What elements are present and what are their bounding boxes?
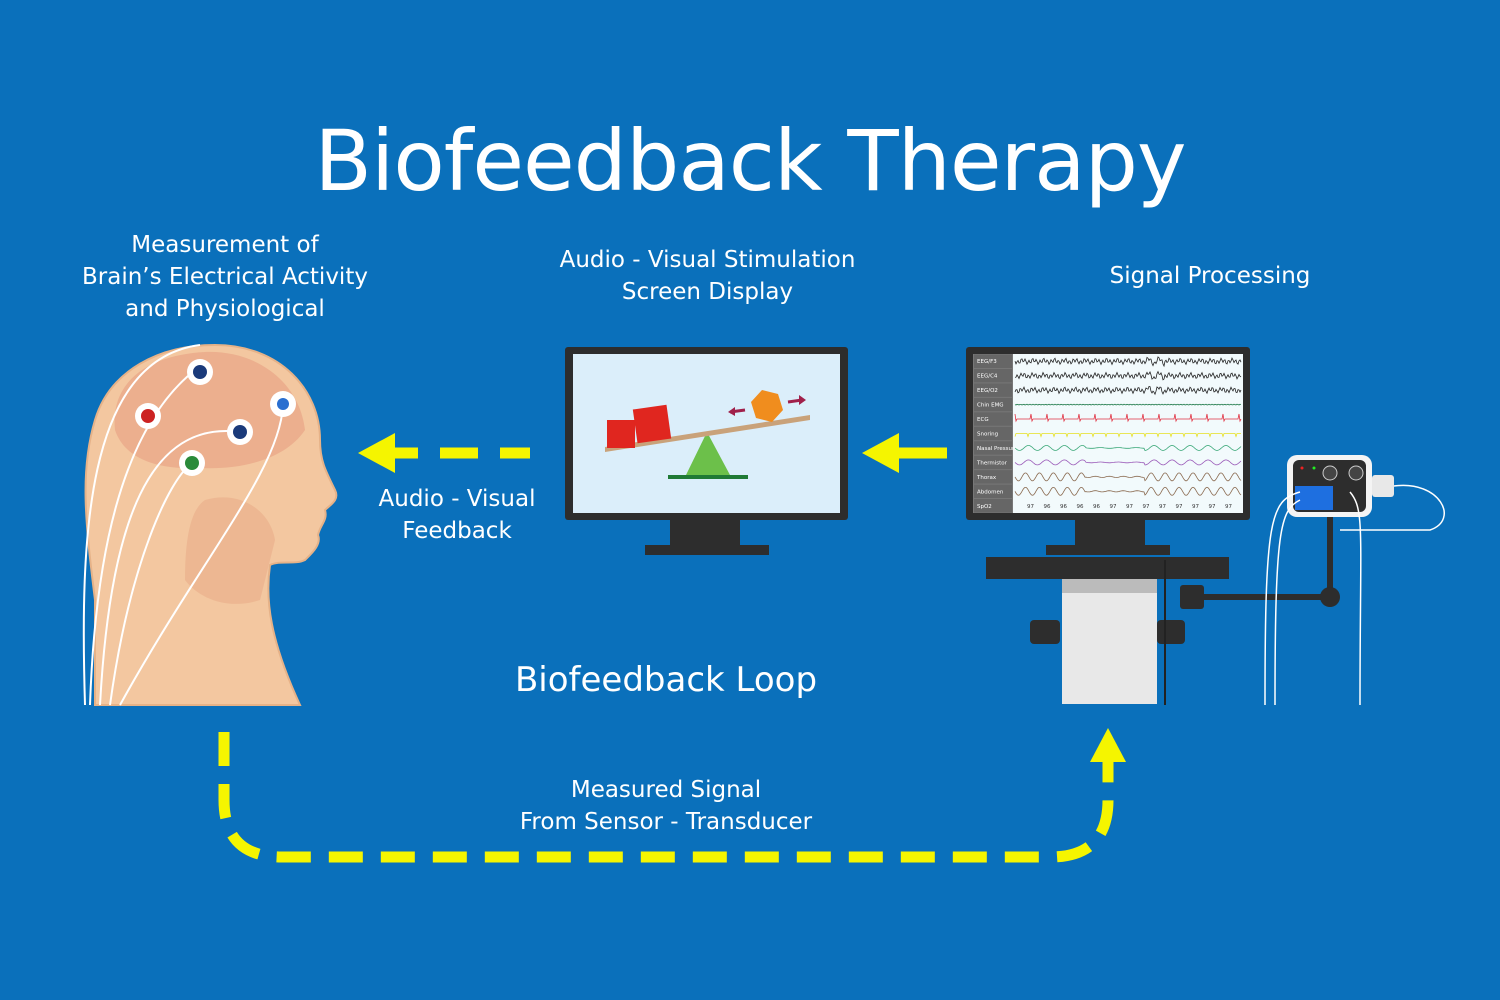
spo2-value: 97 [1159, 504, 1166, 510]
spo2-value: 96 [1077, 504, 1084, 510]
red-block [607, 420, 635, 448]
channel-label-bg [974, 441, 1012, 455]
channel-label-bg [974, 412, 1012, 426]
channel-label-bg [974, 470, 1012, 484]
channel-label: Thorax [976, 475, 997, 481]
label-line: Brain’s Electrical Activity [82, 264, 368, 290]
channel-label: EEG/C4 [977, 374, 998, 380]
spo2-value: 97 [1176, 504, 1183, 510]
label-line: Measurement of [131, 232, 319, 258]
channel-label: ECG [977, 417, 989, 423]
label-line: From Sensor - Transducer [519, 809, 813, 835]
channel-label-bg [974, 354, 1012, 368]
spo2-value: 97 [1110, 504, 1117, 510]
waveform [1014, 385, 1242, 396]
waveform [1014, 472, 1242, 482]
seesaw [605, 415, 810, 452]
channel-label-bg [974, 397, 1012, 412]
signal-arrow [862, 433, 947, 473]
electrode [270, 391, 296, 417]
channel-label-bg [974, 484, 1012, 499]
feedback-arrow [358, 433, 530, 473]
waveform [1014, 370, 1242, 381]
channel-label: Abdomen [977, 489, 1004, 495]
label-line: Screen Display [621, 279, 794, 305]
loop-label: Biofeedback Loop [514, 660, 818, 700]
stimulation-label: Audio - Visual Stimulation Screen Displa… [540, 244, 875, 308]
electrode [179, 450, 205, 476]
orange-hexagon [751, 390, 783, 422]
channel-label-bg [974, 368, 1012, 383]
stimulation-monitor [565, 347, 848, 555]
label-line: Audio - Visual Stimulation [559, 247, 856, 273]
waveform [1014, 459, 1242, 466]
waveform [1014, 445, 1242, 451]
channel-label-bg [974, 455, 1012, 470]
waveform [1014, 486, 1242, 496]
label-line: Measured Signal [570, 777, 762, 803]
waveform [1014, 413, 1242, 423]
brain [114, 351, 306, 469]
channel-label-bg [974, 383, 1012, 397]
channel-label: EEG/F3 [977, 359, 997, 365]
waveform [1014, 403, 1242, 406]
channel-label: Thermistor [976, 460, 1008, 466]
channel-label: Snoring [977, 432, 998, 438]
waveform [1014, 433, 1241, 438]
electrode [187, 359, 213, 385]
feedback-label: Audio - Visual Feedback [357, 483, 557, 547]
label-line: Audio - Visual [378, 486, 536, 512]
spo2-value: 97 [1209, 504, 1216, 510]
spo2-value: 97 [1192, 504, 1199, 510]
electrode [135, 403, 161, 429]
channel-label: EEG/O2 [977, 388, 998, 394]
spo2-value: 96 [1044, 504, 1051, 510]
measured-signal-label: Measured Signal From Sensor - Transducer [466, 774, 866, 838]
measurement-label: Measurement of Brain’s Electrical Activi… [60, 229, 390, 325]
channel-label: SpO2 [977, 504, 992, 510]
channel-label: Nasal Pressure [977, 446, 1018, 452]
human-head-illustration [82, 343, 338, 706]
spo2-value: 97 [1225, 504, 1232, 510]
waveform [1014, 356, 1242, 368]
label-line: Feedback [402, 518, 512, 544]
channel-label: Chin EMG [977, 403, 1004, 409]
spo2-value: 96 [1093, 504, 1100, 510]
spo2-value: 97 [1126, 504, 1133, 510]
loop-arrow [218, 728, 1126, 863]
spo2-value: 97 [1027, 504, 1034, 510]
spo2-value: 97 [1143, 504, 1150, 510]
signal-processing-label: Signal Processing [1109, 263, 1311, 289]
page-title: Biofeedback Therapy [314, 112, 1186, 210]
electrode [227, 419, 253, 445]
channel-label-bg [974, 426, 1012, 441]
channel-label-bg [974, 499, 1012, 513]
triangle-fulcrum [686, 432, 730, 475]
label-line: and Physiological [125, 296, 325, 322]
equipment-cart [986, 455, 1445, 706]
spo2-value: 96 [1060, 504, 1067, 510]
